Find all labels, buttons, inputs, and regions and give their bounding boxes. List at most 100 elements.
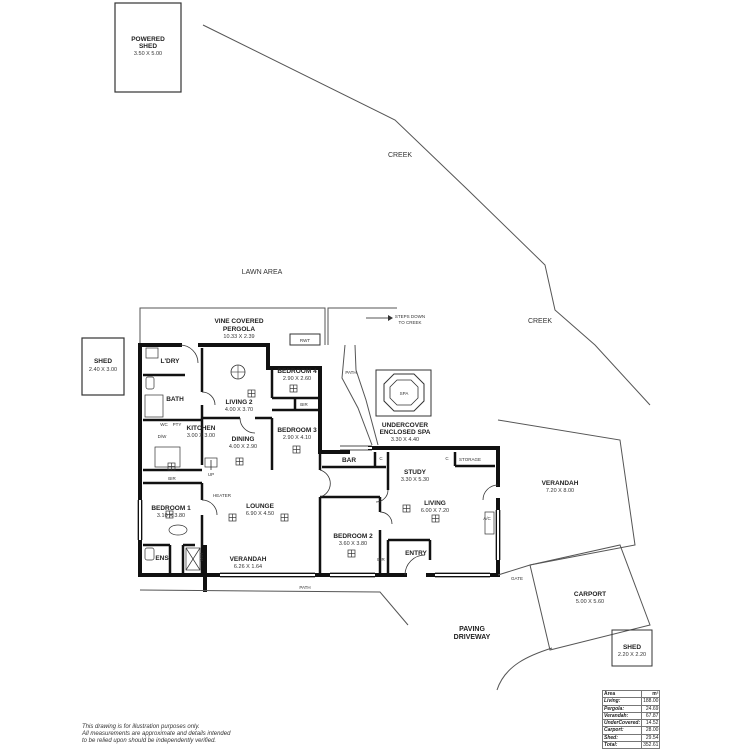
bar-label: BAR	[342, 457, 356, 464]
area-row-value: 67.87	[641, 711, 661, 721]
lounge-dims: 6.90 X 4.50	[246, 511, 274, 517]
verandah-front-dims: 6.26 X 1.64	[234, 564, 262, 570]
shed-left-label: SHED	[94, 358, 112, 365]
pergola-label-1: VINE COVERED	[214, 318, 263, 325]
undercover-spa-dims: 3.30 X 4.40	[391, 437, 419, 443]
pty-label: PTY	[173, 422, 182, 427]
area-row-label: UnderCovered:	[601, 719, 643, 728]
area-row-value: 14.52	[641, 719, 661, 728]
wir-label: WIR	[199, 552, 204, 561]
spa-label: SPA	[400, 391, 409, 396]
disclaimer-line-1: This drawing is for illustration purpose…	[82, 724, 200, 730]
area-table: Area m² Living:188.00 Pergola:24.69 Vera…	[601, 689, 661, 750]
creek-label-lower: CREEK	[528, 318, 552, 325]
bath-label: BATH	[166, 396, 184, 403]
dining-dims: 4.00 X 2.90	[229, 444, 257, 450]
driveway-label-1: PAVING	[459, 626, 485, 633]
up-label: UP	[208, 472, 214, 477]
table-row: Shed:29.54	[601, 733, 661, 743]
bedroom2-label: BEDROOM 2	[333, 533, 373, 540]
driveway-curve	[496, 647, 553, 691]
area-row-label: Shed:	[601, 733, 643, 743]
area-row-value: 352.61	[641, 741, 661, 750]
side-path-label: PATH	[345, 370, 356, 375]
table-row: Verandah:67.87	[601, 711, 661, 721]
powered-shed-dims: 3.50 X 5.00	[134, 51, 162, 57]
area-table-header-unit: m²	[641, 689, 661, 699]
table-row: Total:352.61	[601, 741, 661, 750]
area-row-label: Pergola:	[601, 704, 643, 713]
verandah-front-label: VERANDAH	[230, 556, 267, 563]
area-row-label: Carport:	[601, 726, 643, 735]
house-walls	[138, 343, 500, 592]
area-row-label: Total:	[601, 741, 643, 750]
path-label: PATH	[299, 585, 310, 590]
shed-left	[81, 337, 125, 396]
table-row: UnderCovered:14.52	[601, 719, 661, 728]
carport-outline	[529, 544, 651, 651]
bir-label-2: BIR	[168, 476, 176, 481]
steps-label-1: STEPS DOWN	[395, 314, 425, 319]
rwt-label: RWT	[300, 338, 310, 343]
area-row-value: 188.00	[641, 697, 661, 706]
driveway-label-2: DRIVEWAY	[454, 634, 491, 641]
study-dims: 3.30 X 5.30	[401, 477, 429, 483]
disclaimer: This drawing is for illustration purpose…	[82, 724, 282, 745]
carport-label: CARPORT	[574, 591, 606, 598]
shed-right-dims: 2.20 X 2.20	[618, 652, 646, 658]
kitchen-label: KITCHEN	[187, 425, 216, 432]
pergola-outline	[139, 307, 326, 345]
kitchen-dims: 3.00 X 3.00	[187, 433, 215, 439]
path-line	[139, 589, 409, 626]
table-row: Carport:28.00	[601, 726, 661, 735]
door-swings	[179, 344, 499, 576]
bir-label-1: BIR	[300, 402, 308, 407]
steps-label-2: TO CREEK	[399, 320, 422, 325]
table-row: Pergola:24.69	[601, 704, 661, 713]
undercover-spa-label-1: UNDERCOVER	[382, 422, 429, 429]
area-row-value: 29.54	[641, 733, 661, 743]
area-row-label: Living:	[601, 697, 643, 706]
table-row: Living:188.00	[601, 697, 661, 706]
area-row-value: 24.69	[641, 704, 661, 713]
undercover-spa-label-2: ENCLOSED SPA	[380, 429, 431, 436]
bedroom3-label: BEDROOM 3	[277, 427, 317, 434]
shed-left-dims: 2.40 X 3.00	[89, 367, 117, 373]
study-label: STUDY	[404, 469, 427, 476]
steps-outline	[327, 307, 397, 345]
storage-label: STORAGE	[459, 457, 481, 462]
bir-label-3: BIR	[377, 557, 385, 562]
living2-dims: 4.00 X 3.70	[225, 407, 253, 413]
area-row-value: 28.00	[641, 726, 661, 735]
living-label: LIVING	[424, 500, 446, 507]
area-row-label: Verandah:	[601, 711, 643, 721]
entry-label: ENTRY	[405, 550, 427, 557]
c-label-1: C	[379, 456, 383, 461]
creek-line	[202, 24, 651, 406]
disclaimer-line-2: All measurements are approximate and det…	[82, 731, 231, 737]
bedroom2-dims: 3.60 X 3.80	[339, 541, 367, 547]
area-table-header-label: Area	[601, 689, 643, 699]
dining-label: DINING	[232, 436, 255, 443]
powered-shed	[114, 2, 182, 93]
pergola-label-2: PERGOLA	[223, 326, 255, 333]
shed-right-label: SHED	[623, 644, 641, 651]
dw-label: D/W	[158, 434, 168, 439]
carport-dims: 5.00 X 5.60	[576, 599, 604, 605]
lounge-label: LOUNGE	[246, 503, 274, 510]
verandah-right-label: VERANDAH	[542, 480, 579, 487]
bedroom3-dims: 2.90 X 4.10	[283, 435, 311, 441]
shed-right	[611, 629, 653, 667]
living-dims: 6.00 X 7.20	[421, 508, 449, 514]
disclaimer-line-3: to be relied upon should be independentl…	[82, 738, 217, 744]
laundry-label: L'DRY	[161, 358, 181, 365]
ens-label: ENS	[155, 555, 169, 562]
powered-shed-label-1: POWERED	[131, 36, 165, 43]
c-label-2: C	[445, 456, 449, 461]
lawn-area-label: LAWN AREA	[242, 269, 283, 276]
bedroom4-dims: 2.90 X 2.60	[283, 376, 311, 382]
powered-shed-label-2: SHED	[139, 43, 157, 50]
spa-enclosure	[375, 369, 432, 417]
bedroom1-label: BEDROOM 1	[151, 505, 191, 512]
